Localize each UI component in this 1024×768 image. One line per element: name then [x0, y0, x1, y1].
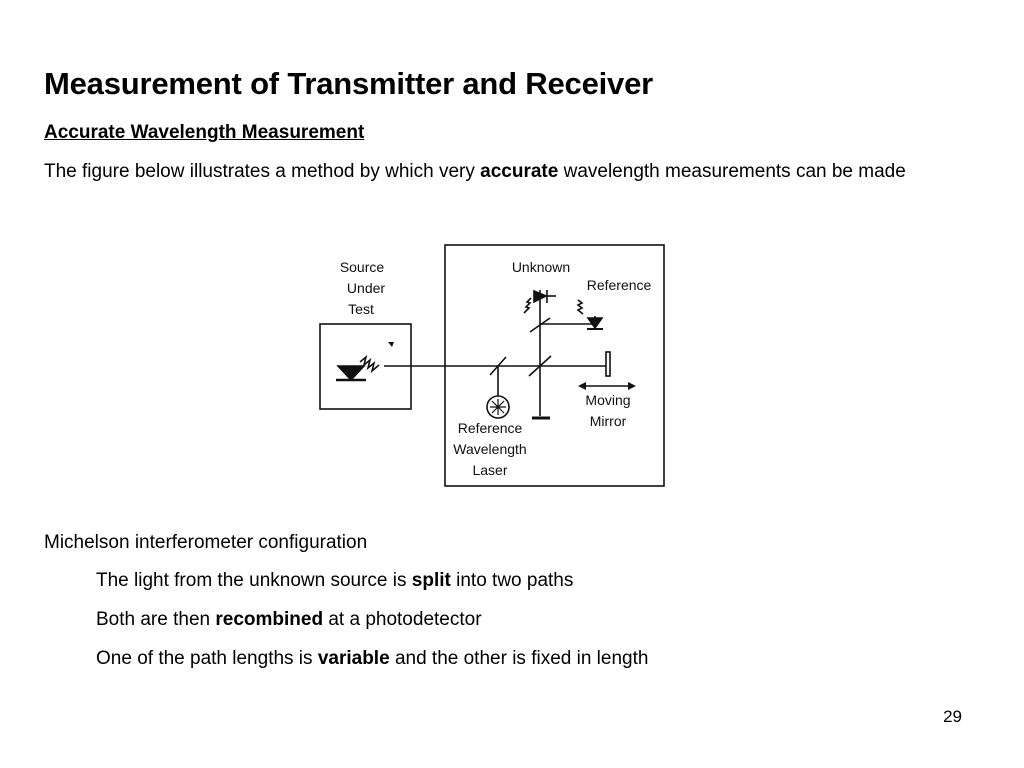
reference-laser-icon [486, 395, 510, 419]
bullet-text-after: into two paths [456, 570, 574, 591]
reference-detector-label: Reference [587, 277, 652, 293]
intro-paragraph: The figure below illustrates a method by… [44, 158, 979, 185]
source-label-line-1: Source [340, 259, 385, 275]
source-label-line-2: Under [347, 280, 385, 296]
mirror-label-line-2: Mirror [590, 413, 627, 429]
mirror-label-line-1: Moving [585, 392, 630, 408]
bullet-text-after: at a photodetector [328, 609, 482, 630]
bullet-text-after: and the other is fixed in length [394, 648, 649, 669]
unknown-label: Unknown [512, 259, 570, 275]
slide-title: Measurement of Transmitter and Receiver [44, 66, 653, 101]
laser-label-line-2: Wavelength [453, 441, 526, 457]
bullet-text-before: Both are then [96, 609, 211, 630]
page-number: 29 [943, 707, 962, 726]
laser-label-line-1: Reference [458, 420, 523, 436]
moving-mirror-icon [605, 351, 611, 377]
intro-text-after: wavelength measurements can be made [563, 161, 906, 182]
source-label-line-3: Test [348, 301, 374, 317]
movement-arrow-icon [578, 382, 636, 390]
bullet-emphasis: split [411, 570, 451, 591]
intro-emphasis: accurate [480, 161, 559, 182]
bullet-item: The light from the unknown source is spl… [96, 570, 573, 592]
bullet-text-before: The light from the unknown source is [96, 570, 407, 591]
bullet-text-before: One of the path lengths is [96, 648, 313, 669]
instrument-box [444, 244, 665, 487]
bullet-item: One of the path lengths is variable and … [96, 648, 648, 670]
reference-detector-icon [576, 299, 604, 330]
source-diode-icon [336, 342, 394, 382]
michelson-interferometer-figure: Source Under Test Unknown Reference Refe… [310, 238, 682, 498]
bullet-emphasis: recombined [215, 609, 324, 630]
bullet-item: Both are then recombined at a photodetec… [96, 609, 482, 631]
laser-label-line-3: Laser [472, 462, 507, 478]
bullet-emphasis: variable [317, 648, 390, 669]
section-heading: Accurate Wavelength Measurement [44, 122, 365, 143]
intro-text-before: The figure below illustrates a method by… [44, 161, 475, 182]
figure-caption: Michelson interferometer configuration [44, 532, 368, 553]
unknown-photodiode-icon [523, 289, 556, 366]
